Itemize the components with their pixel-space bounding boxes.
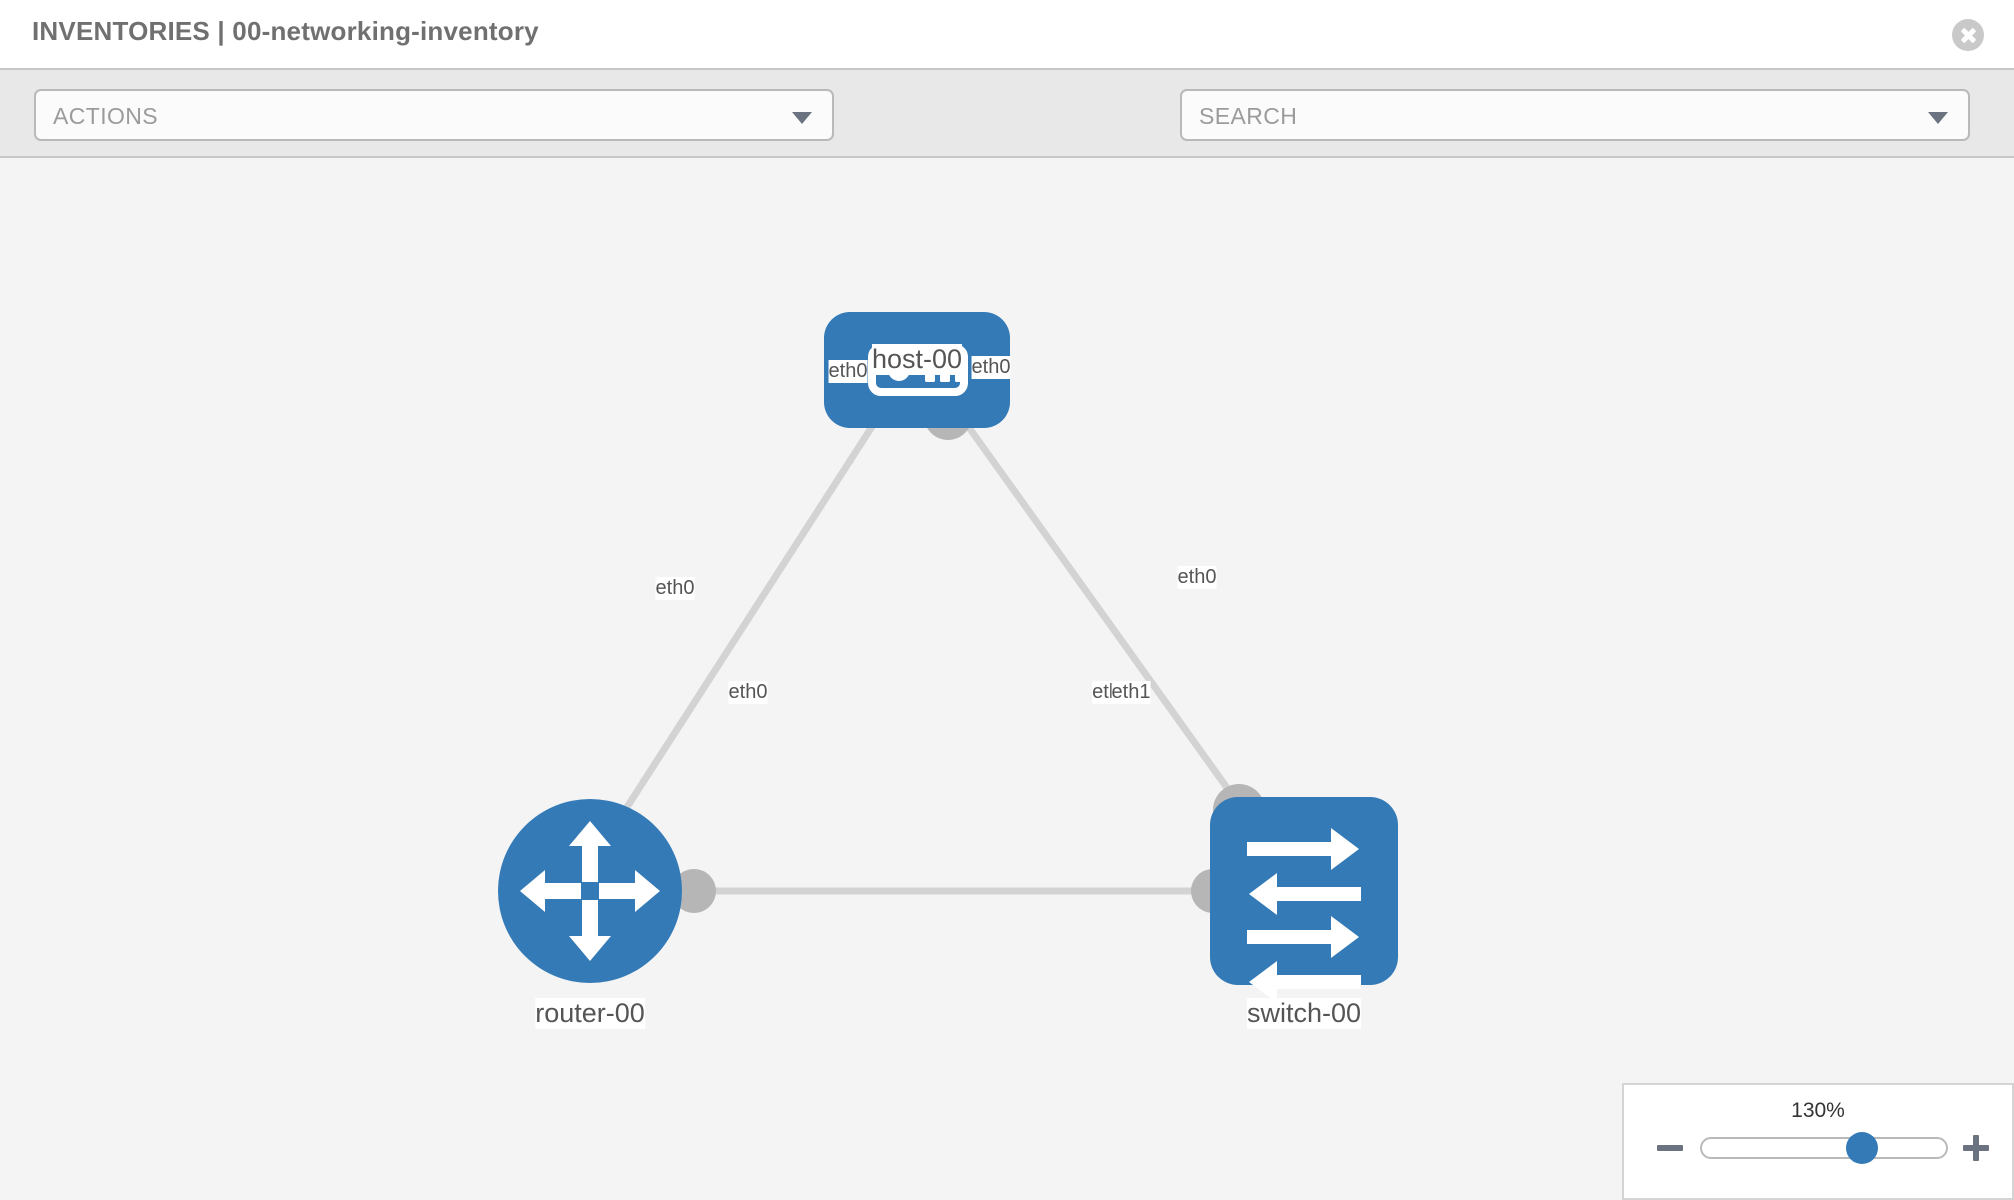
- zoom-in-button[interactable]: [1961, 1133, 1991, 1163]
- switch-arrows-icon: [1247, 828, 1361, 1003]
- chevron-down-icon: [1928, 112, 1948, 124]
- zoom-level-label: 130%: [1791, 1099, 1845, 1122]
- toolbar: ACTIONS SEARCH: [0, 68, 2014, 197]
- topology-graph: [498, 312, 1398, 1003]
- node-label-router-00: router-00: [535, 998, 645, 1029]
- link-host-switch: [951, 404, 1249, 817]
- chevron-down-icon: [792, 112, 812, 124]
- edge-label-switch-eth0-up: eth0: [1177, 566, 1217, 589]
- edge-label-router-eth0-up: eth0: [655, 577, 695, 600]
- zoom-control-panel: 130%: [1622, 1083, 2014, 1200]
- node-switch-00: [1210, 797, 1398, 1003]
- actions-dropdown-label: ACTIONS: [53, 103, 159, 129]
- zoom-slider-thumb[interactable]: [1846, 1132, 1878, 1164]
- node-label-host-00: host-00: [871, 344, 963, 375]
- link-host-router: [616, 404, 888, 822]
- edge-label-router-eth0-right: eth0: [728, 681, 768, 704]
- connector-router-eth0: [672, 869, 716, 913]
- zoom-out-button[interactable]: [1655, 1133, 1685, 1163]
- search-input[interactable]: SEARCH: [1180, 89, 1970, 141]
- minus-icon: [1657, 1145, 1683, 1151]
- close-icon[interactable]: [1952, 19, 1984, 51]
- router-arrows-icon: [520, 821, 660, 961]
- actions-dropdown[interactable]: ACTIONS: [34, 89, 834, 141]
- page-header: INVENTORIES | 00-networking-inventory: [0, 0, 2014, 68]
- page-title: INVENTORIES | 00-networking-inventory: [32, 16, 539, 46]
- zoom-slider-track[interactable]: [1700, 1137, 1948, 1159]
- edge-label-switch-eth1: eth1: [1111, 681, 1151, 704]
- topology-canvas[interactable]: host-00 router-00 switch-00 eth0 eth0 et…: [0, 158, 2014, 1200]
- plus-icon-vertical: [1973, 1135, 1979, 1161]
- search-placeholder: SEARCH: [1199, 103, 1298, 129]
- node-label-switch-00: switch-00: [1246, 998, 1362, 1029]
- node-router-00: [498, 799, 682, 983]
- edge-label-host-eth0-right: eth0: [971, 356, 1011, 379]
- edge-label-host-eth0-left: eth0: [828, 360, 868, 383]
